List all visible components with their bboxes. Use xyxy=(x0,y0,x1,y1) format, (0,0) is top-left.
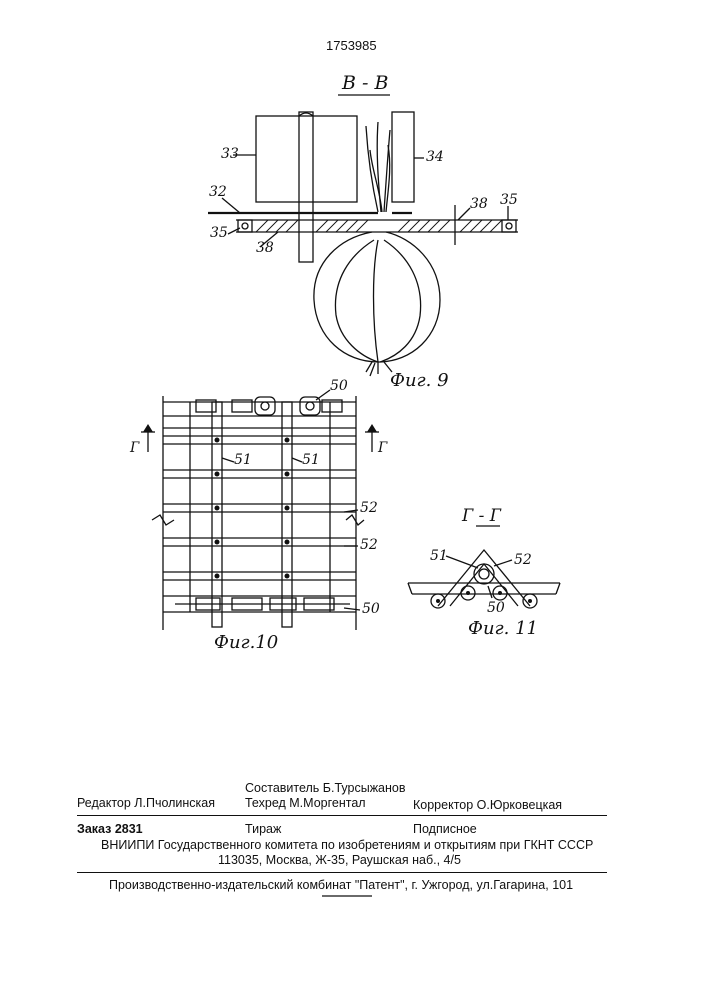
fig11-caption: Фиг. 11 xyxy=(468,618,538,639)
plate-hatching xyxy=(256,220,502,232)
colophon-order: Заказ 2831 xyxy=(77,822,143,836)
colophon-address: 113035, Москва, Ж-35, Раушская наб., 4/5 xyxy=(218,853,461,867)
bottom-chain xyxy=(175,598,350,610)
fig11-section-label: Г - Г xyxy=(462,506,501,526)
colophon-editor: Редактор Л.Пчолинская xyxy=(77,796,215,810)
fig11-label-52: 52 xyxy=(514,552,532,568)
fig9-label-33: 33 xyxy=(221,146,239,162)
fig9-label-34: 34 xyxy=(426,149,444,165)
fig10-label-50-top: 50 xyxy=(330,378,348,394)
colophon-publisher: Производственно-издательский комбинат "П… xyxy=(109,878,573,892)
fig9-label-32: 32 xyxy=(209,184,227,200)
fig10-label-51-left: 51 xyxy=(234,452,252,468)
colophon-divider-2 xyxy=(77,872,607,873)
fig9-label-38-left: 38 xyxy=(256,240,274,256)
onion-bulb xyxy=(314,232,440,376)
fig11-label-51: 51 xyxy=(430,548,448,564)
colophon-corrector: Корректор О.Юрковецкая xyxy=(413,798,562,812)
fig9-label-35-left: 35 xyxy=(210,225,228,241)
fig10-section-mark-left: Г xyxy=(130,440,139,456)
colophon-compiler: Составитель Б.Турсыжанов xyxy=(245,781,406,795)
colophon-subscription: Подписное xyxy=(413,822,477,836)
fig10-label-51-right: 51 xyxy=(302,452,320,468)
fig10-label-50-bottom: 50 xyxy=(362,601,380,617)
fig11-label-50: 50 xyxy=(487,600,505,616)
fig9-section-label: В - В xyxy=(342,72,388,94)
fig10-section-mark-right: Г xyxy=(378,440,387,456)
fig11-drawing xyxy=(408,526,560,608)
slats xyxy=(163,402,356,612)
colophon-institute: ВНИИПИ Государственного комитета по изоб… xyxy=(101,838,593,852)
fig9-label-35-right: 35 xyxy=(500,192,518,208)
fig9-caption: Фиг. 9 xyxy=(390,370,449,391)
onion-leaves xyxy=(366,122,390,212)
colophon-divider xyxy=(77,815,607,816)
fig9-drawing xyxy=(208,95,518,376)
colophon-techred: Техред М.Моргентал xyxy=(245,796,366,810)
fig10-drawing xyxy=(141,390,379,630)
fig10-label-52-lower: 52 xyxy=(360,537,378,553)
colophon-circulation: Тираж xyxy=(245,822,281,836)
top-chain xyxy=(196,397,342,415)
fig10-caption: Фиг.10 xyxy=(214,632,278,653)
fig9-label-38-right: 38 xyxy=(470,196,488,212)
fig10-label-52-upper: 52 xyxy=(360,500,378,516)
